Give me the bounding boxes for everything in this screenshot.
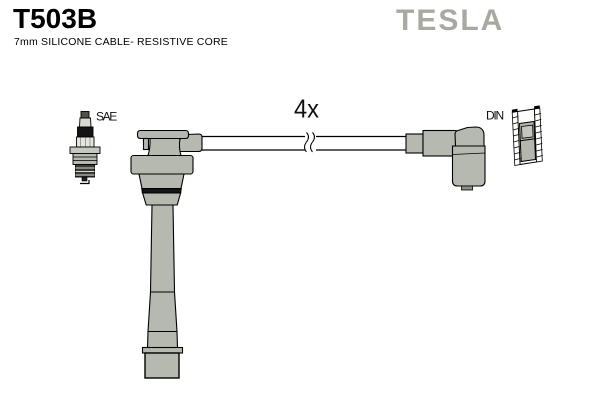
boot-taper-upper xyxy=(138,173,185,190)
elbow-vertical-body xyxy=(451,145,486,187)
boot-neck xyxy=(147,137,182,157)
sae-terminal-label: SAE xyxy=(96,110,118,124)
boot-oring xyxy=(141,187,182,194)
boot-bottom-flange xyxy=(141,346,184,354)
product-subtitle: 7mm SILICONE CABLE- RESISTIVE CORE xyxy=(14,36,228,48)
din-terminal-label: DIN xyxy=(486,109,505,123)
hatch-right-wall xyxy=(534,113,543,158)
cable-break-mark xyxy=(304,132,309,153)
boot-shaft-middle xyxy=(147,291,178,333)
elbow-horizontal-barrel xyxy=(422,129,457,157)
elbow-top-cap xyxy=(454,126,485,147)
elbow-cable-sleeve xyxy=(405,133,424,154)
elbow-bottom-nub xyxy=(461,185,473,191)
boot-shaft-upper xyxy=(149,204,176,293)
boot-shaft-lower xyxy=(146,330,179,349)
part-number: T503B xyxy=(13,3,98,34)
boot-bottom-cup xyxy=(144,352,180,379)
quantity-label: 4x xyxy=(294,94,319,124)
boot-flange xyxy=(130,154,194,175)
coil-boot-drawing xyxy=(130,129,203,379)
cable-break-mark xyxy=(310,132,315,153)
din-connector-icon xyxy=(511,105,543,166)
spark-plug-icon xyxy=(69,111,101,185)
boot-taper-lower xyxy=(141,192,182,206)
elbow-boot-drawing xyxy=(405,126,486,191)
tesla-brand-logo: TESLA xyxy=(396,4,505,37)
boot-top-cap xyxy=(136,129,190,140)
boot-cap-tab xyxy=(142,137,150,151)
cable-drawing xyxy=(202,132,406,153)
hatch-left-wall xyxy=(512,116,521,161)
